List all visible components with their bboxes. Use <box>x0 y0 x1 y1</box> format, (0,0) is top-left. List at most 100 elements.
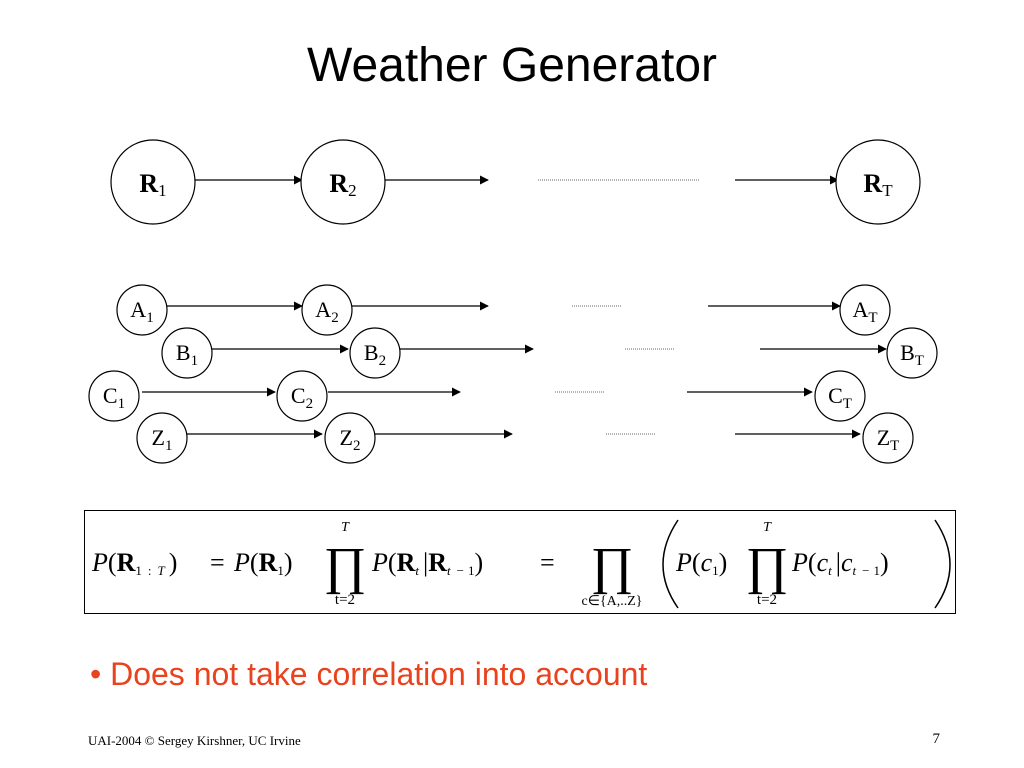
product-sign: ∏ <box>746 538 789 595</box>
formula-term-c-transition: P(ct|ct−1) <box>791 548 889 578</box>
node-sub: 2 <box>353 438 361 454</box>
node-z-1: Z1 <box>136 412 188 464</box>
node-label: A1 <box>130 297 153 326</box>
node-sub: T <box>868 310 877 326</box>
r-chain: R1 R2 RT <box>110 139 921 225</box>
r-node-letter: R <box>329 169 348 198</box>
r-node-circle <box>835 139 921 225</box>
node-z-2: Z2 <box>324 412 376 464</box>
node-letter: B <box>900 340 915 365</box>
node-letter: A <box>315 297 331 322</box>
r-node-sub: T <box>882 181 893 200</box>
bullet-marker: • <box>90 656 102 692</box>
node-letter: C <box>103 383 118 408</box>
node-letter: Z <box>340 425 353 450</box>
node-letter: Z <box>877 425 890 450</box>
node-b-t: BT <box>886 327 938 379</box>
node-circle <box>349 327 401 379</box>
big-left-paren <box>662 519 679 609</box>
node-circle <box>324 412 376 464</box>
product-upper-limit: T <box>341 520 350 535</box>
node-sub: 2 <box>379 353 387 369</box>
formula-equals: = <box>210 548 225 577</box>
r-node-letter: R <box>863 169 882 198</box>
node-circle <box>116 284 168 336</box>
node-a-1: A1 <box>116 284 168 336</box>
node-letter: A <box>130 297 146 322</box>
node-a-t: AT <box>839 284 891 336</box>
node-label: CT <box>828 383 852 412</box>
big-right-paren <box>934 519 951 609</box>
node-label: Z1 <box>152 425 173 454</box>
formula-term-transition: P(Rt|Rt−1) <box>371 548 483 578</box>
node-letter: B <box>364 340 379 365</box>
r-node-label: R1 <box>139 169 166 200</box>
formula-term-c-initial: P(c1) <box>675 548 727 578</box>
node-circle <box>862 412 914 464</box>
bullet-text: Does not take correlation into account <box>110 656 648 692</box>
node-label: BT <box>900 340 924 369</box>
node-circle <box>161 327 213 379</box>
product-lower-limit-outer: c∈{A,..Z} <box>581 594 642 609</box>
r-node-sub: 1 <box>158 181 167 200</box>
node-circle <box>814 370 866 422</box>
row-a: A1 A2 AT <box>116 284 891 336</box>
node-sub: T <box>915 353 924 369</box>
node-sub: 1 <box>118 396 126 412</box>
node-label: C2 <box>291 383 313 412</box>
page-number: 7 <box>932 731 941 747</box>
formula-box <box>84 510 956 614</box>
node-label: Z2 <box>340 425 361 454</box>
bullet-point: • Does not take correlation into account <box>90 656 647 693</box>
node-sub: 1 <box>165 438 173 454</box>
node-z-t: ZT <box>862 412 914 464</box>
node-label: AT <box>852 297 877 326</box>
product-sign-outer: ∏ <box>591 538 634 595</box>
node-sub: 2 <box>331 310 339 326</box>
node-b-2: B2 <box>349 327 401 379</box>
slide-title: Weather Generator <box>307 39 717 92</box>
node-label: B1 <box>176 340 198 369</box>
row-z: Z1 Z2 ZT <box>136 412 914 464</box>
node-circle <box>301 284 353 336</box>
node-circle <box>88 370 140 422</box>
node-sub: T <box>843 396 852 412</box>
node-sub: 1 <box>146 310 154 326</box>
formula-term-initial: P(R1) <box>233 548 293 578</box>
r-node-label: RT <box>863 169 893 200</box>
node-a-2: A2 <box>301 284 353 336</box>
r-node-t: RT <box>835 139 921 225</box>
node-label: A2 <box>315 297 338 326</box>
product-upper-limit: T <box>763 520 772 535</box>
r-node-circle <box>300 139 386 225</box>
node-sub: 1 <box>191 353 199 369</box>
node-label: B2 <box>364 340 386 369</box>
node-letter: C <box>828 383 843 408</box>
node-letter: A <box>852 297 868 322</box>
formula: P(R1:T) = P(R1) T ∏ t=2 P(Rt|Rt−1) = ∏ c… <box>91 519 951 609</box>
r-node-label: R2 <box>329 169 356 200</box>
footer-credit: UAI-2004 © Sergey Kirshner, UC Irvine <box>88 733 301 748</box>
node-sub: T <box>890 438 899 454</box>
product-lower-limit: t=2 <box>757 592 777 608</box>
row-c: C1 C2 CT <box>88 370 866 422</box>
row-b: B1 B2 BT <box>161 327 938 379</box>
node-letter: Z <box>152 425 165 450</box>
node-c-2: C2 <box>276 370 328 422</box>
node-circle <box>886 327 938 379</box>
product-sign: ∏ <box>324 538 367 595</box>
r-node-1: R1 <box>110 139 196 225</box>
node-sub: 2 <box>306 396 314 412</box>
formula-term-joint: P(R1:T) <box>91 548 177 578</box>
product-lower-limit: t=2 <box>335 592 355 608</box>
node-letter: C <box>291 383 306 408</box>
r-node-sub: 2 <box>348 181 357 200</box>
node-c-t: CT <box>814 370 866 422</box>
r-node-letter: R <box>139 169 158 198</box>
node-label: C1 <box>103 383 125 412</box>
node-b-1: B1 <box>161 327 213 379</box>
node-label: ZT <box>877 425 900 454</box>
formula-equals: = <box>540 548 555 577</box>
node-circle <box>276 370 328 422</box>
